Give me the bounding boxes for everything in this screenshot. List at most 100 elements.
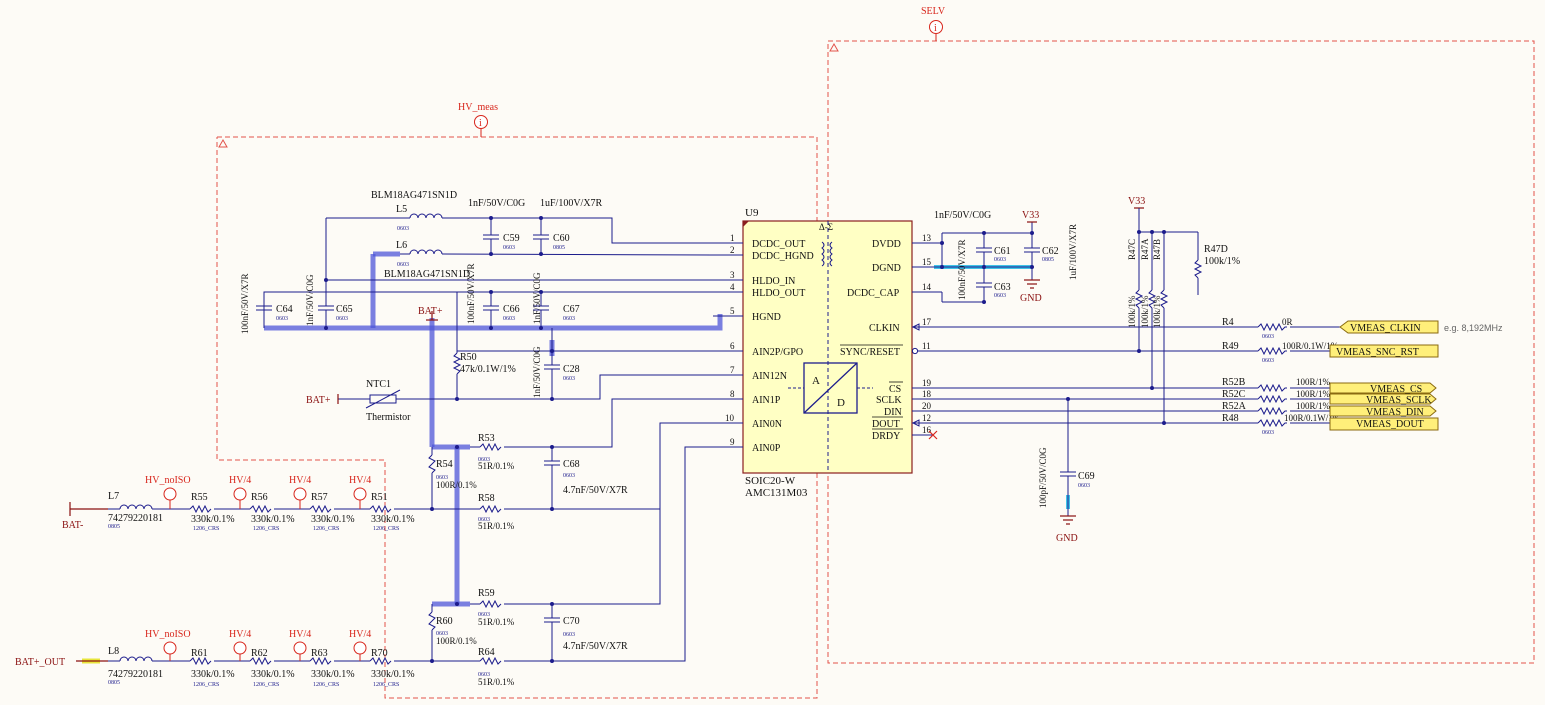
svg-text:330k/0.1%: 330k/0.1% bbox=[251, 514, 295, 525]
svg-text:R55: R55 bbox=[191, 492, 208, 503]
svg-text:L5: L5 bbox=[396, 204, 407, 215]
svg-text:DRDY: DRDY bbox=[872, 431, 900, 442]
svg-text:VMEAS_SCLK: VMEAS_SCLK bbox=[1366, 395, 1432, 406]
svg-text:C67: C67 bbox=[563, 304, 580, 315]
svg-text:C28: C28 bbox=[563, 364, 580, 375]
svg-text:0603: 0603 bbox=[397, 262, 409, 268]
svg-text:0603: 0603 bbox=[503, 245, 515, 251]
svg-text:L8: L8 bbox=[108, 646, 119, 657]
svg-text:0603: 0603 bbox=[563, 473, 575, 479]
svg-text:GND: GND bbox=[1020, 293, 1042, 304]
svg-text:R47A: R47A bbox=[1140, 238, 1150, 260]
svg-text:V33: V33 bbox=[1128, 196, 1145, 207]
ic-u9[interactable]: U9 SOIC20-W AMC131M03 Δ-Σ A D 1DCDC_OUT … bbox=[713, 207, 942, 499]
svg-text:100R/1%: 100R/1% bbox=[1296, 377, 1331, 387]
svg-text:C59: C59 bbox=[503, 233, 520, 244]
port-vmeas-clkin[interactable]: VMEAS_CLKIN bbox=[1339, 320, 1439, 334]
svg-text:330k/0.1%: 330k/0.1% bbox=[191, 514, 235, 525]
svg-text:0805: 0805 bbox=[108, 524, 120, 530]
svg-text:17: 17 bbox=[922, 317, 932, 327]
svg-text:DGND: DGND bbox=[872, 263, 901, 274]
adc-a: A bbox=[812, 375, 820, 387]
svg-text:0603: 0603 bbox=[563, 316, 575, 322]
svg-text:0805: 0805 bbox=[1042, 257, 1054, 263]
svg-text:100R/1%: 100R/1% bbox=[1296, 389, 1331, 399]
svg-text:1206_CRS: 1206_CRS bbox=[373, 682, 399, 688]
svg-text:1206_CRS: 1206_CRS bbox=[373, 526, 399, 532]
svg-text:100R/0.1%: 100R/0.1% bbox=[436, 480, 477, 490]
svg-text:R52A: R52A bbox=[1222, 401, 1247, 412]
svg-text:0603: 0603 bbox=[336, 316, 348, 322]
svg-text:330k/0.1%: 330k/0.1% bbox=[371, 514, 415, 525]
svg-text:1206_CRS: 1206_CRS bbox=[253, 682, 279, 688]
svg-text:CLKIN: CLKIN bbox=[869, 323, 900, 334]
svg-text:0603: 0603 bbox=[478, 457, 490, 463]
svg-text:R51: R51 bbox=[371, 492, 388, 503]
svg-text:HV/4: HV/4 bbox=[289, 629, 311, 640]
svg-text:R50: R50 bbox=[460, 352, 477, 363]
svg-text:DCDC_HGND: DCDC_HGND bbox=[752, 251, 814, 262]
port-vmeas-cs[interactable]: VMEAS_CS bbox=[1329, 382, 1437, 395]
svg-text:1206_CRS: 1206_CRS bbox=[193, 682, 219, 688]
svg-text:R53: R53 bbox=[478, 433, 495, 444]
svg-text:R56: R56 bbox=[251, 492, 268, 503]
svg-text:1nF/50V/C0G: 1nF/50V/C0G bbox=[532, 272, 542, 324]
svg-text:2: 2 bbox=[730, 245, 735, 255]
svg-text:0603: 0603 bbox=[397, 226, 409, 232]
svg-text:330k/0.1%: 330k/0.1% bbox=[371, 669, 415, 680]
svg-text:SYNC/RESET: SYNC/RESET bbox=[840, 347, 900, 358]
svg-text:100nF/50V/X7R: 100nF/50V/X7R bbox=[466, 263, 476, 324]
svg-text:HLDO_OUT: HLDO_OUT bbox=[752, 288, 805, 299]
svg-text:19: 19 bbox=[922, 378, 932, 388]
svg-text:NTC1: NTC1 bbox=[366, 379, 391, 390]
svg-text:74279220181: 74279220181 bbox=[108, 669, 163, 680]
svg-text:V33: V33 bbox=[1022, 210, 1039, 221]
svg-text:74279220181: 74279220181 bbox=[108, 513, 163, 524]
svg-text:1206_CRS: 1206_CRS bbox=[313, 526, 339, 532]
port-vmeas-din[interactable]: VMEAS_DIN bbox=[1329, 405, 1437, 418]
svg-text:1: 1 bbox=[730, 233, 735, 243]
bat-plus-out-label: BAT+_OUT bbox=[15, 657, 65, 668]
svg-text:14: 14 bbox=[922, 282, 932, 292]
port-vmeas-dout[interactable]: VMEAS_DOUT bbox=[1329, 417, 1439, 431]
port-vmeas-snc-rst[interactable]: VMEAS_SNC_RST bbox=[1329, 344, 1439, 358]
svg-text:HV/4: HV/4 bbox=[229, 475, 251, 486]
svg-text:R4: R4 bbox=[1222, 317, 1234, 328]
port-vmeas-sclk[interactable]: VMEAS_SCLK bbox=[1329, 393, 1437, 406]
svg-text:R59: R59 bbox=[478, 588, 495, 599]
svg-text:330k/0.1%: 330k/0.1% bbox=[251, 669, 295, 680]
svg-text:VMEAS_DOUT: VMEAS_DOUT bbox=[1356, 419, 1424, 430]
svg-text:11: 11 bbox=[922, 341, 931, 351]
svg-text:47k/0.1W/1%: 47k/0.1W/1% bbox=[460, 364, 516, 375]
svg-text:C63: C63 bbox=[994, 282, 1011, 293]
svg-text:R52B: R52B bbox=[1222, 377, 1246, 388]
selv-region: i SELV bbox=[827, 6, 1535, 664]
svg-text:R57: R57 bbox=[311, 492, 328, 503]
hv-supply-wiring: BAT+ BAT+ bbox=[256, 213, 714, 409]
svg-text:HV/4: HV/4 bbox=[349, 475, 371, 486]
svg-text:BLM18AG471SN1D: BLM18AG471SN1D bbox=[384, 269, 470, 280]
svg-text:AIN0P: AIN0P bbox=[752, 443, 781, 454]
svg-text:1206_CRS: 1206_CRS bbox=[313, 682, 339, 688]
svg-text:C60: C60 bbox=[553, 233, 570, 244]
svg-text:51R/0.1%: 51R/0.1% bbox=[478, 677, 515, 687]
svg-text:L7: L7 bbox=[108, 491, 119, 502]
svg-text:R61: R61 bbox=[191, 648, 208, 659]
svg-text:100nF/50V/X7R: 100nF/50V/X7R bbox=[957, 239, 967, 300]
svg-text:R58: R58 bbox=[478, 493, 495, 504]
svg-text:C66: C66 bbox=[503, 304, 520, 315]
svg-text:0603: 0603 bbox=[478, 612, 490, 618]
svg-text:AIN1P: AIN1P bbox=[752, 395, 781, 406]
svg-text:16: 16 bbox=[922, 425, 932, 435]
svg-text:8: 8 bbox=[730, 389, 735, 399]
svg-text:4.7nF/50V/X7R: 4.7nF/50V/X7R bbox=[563, 641, 628, 652]
svg-text:R62: R62 bbox=[251, 648, 268, 659]
svg-text:100R/0.1W/1%: 100R/0.1W/1% bbox=[1282, 341, 1339, 351]
svg-text:R54: R54 bbox=[436, 459, 453, 470]
svg-text:0603: 0603 bbox=[503, 316, 515, 322]
svg-text:100R/1%: 100R/1% bbox=[1296, 401, 1331, 411]
svg-text:12: 12 bbox=[922, 413, 931, 423]
svg-text:VMEAS_SNC_RST: VMEAS_SNC_RST bbox=[1336, 347, 1419, 358]
svg-text:15: 15 bbox=[922, 257, 932, 267]
